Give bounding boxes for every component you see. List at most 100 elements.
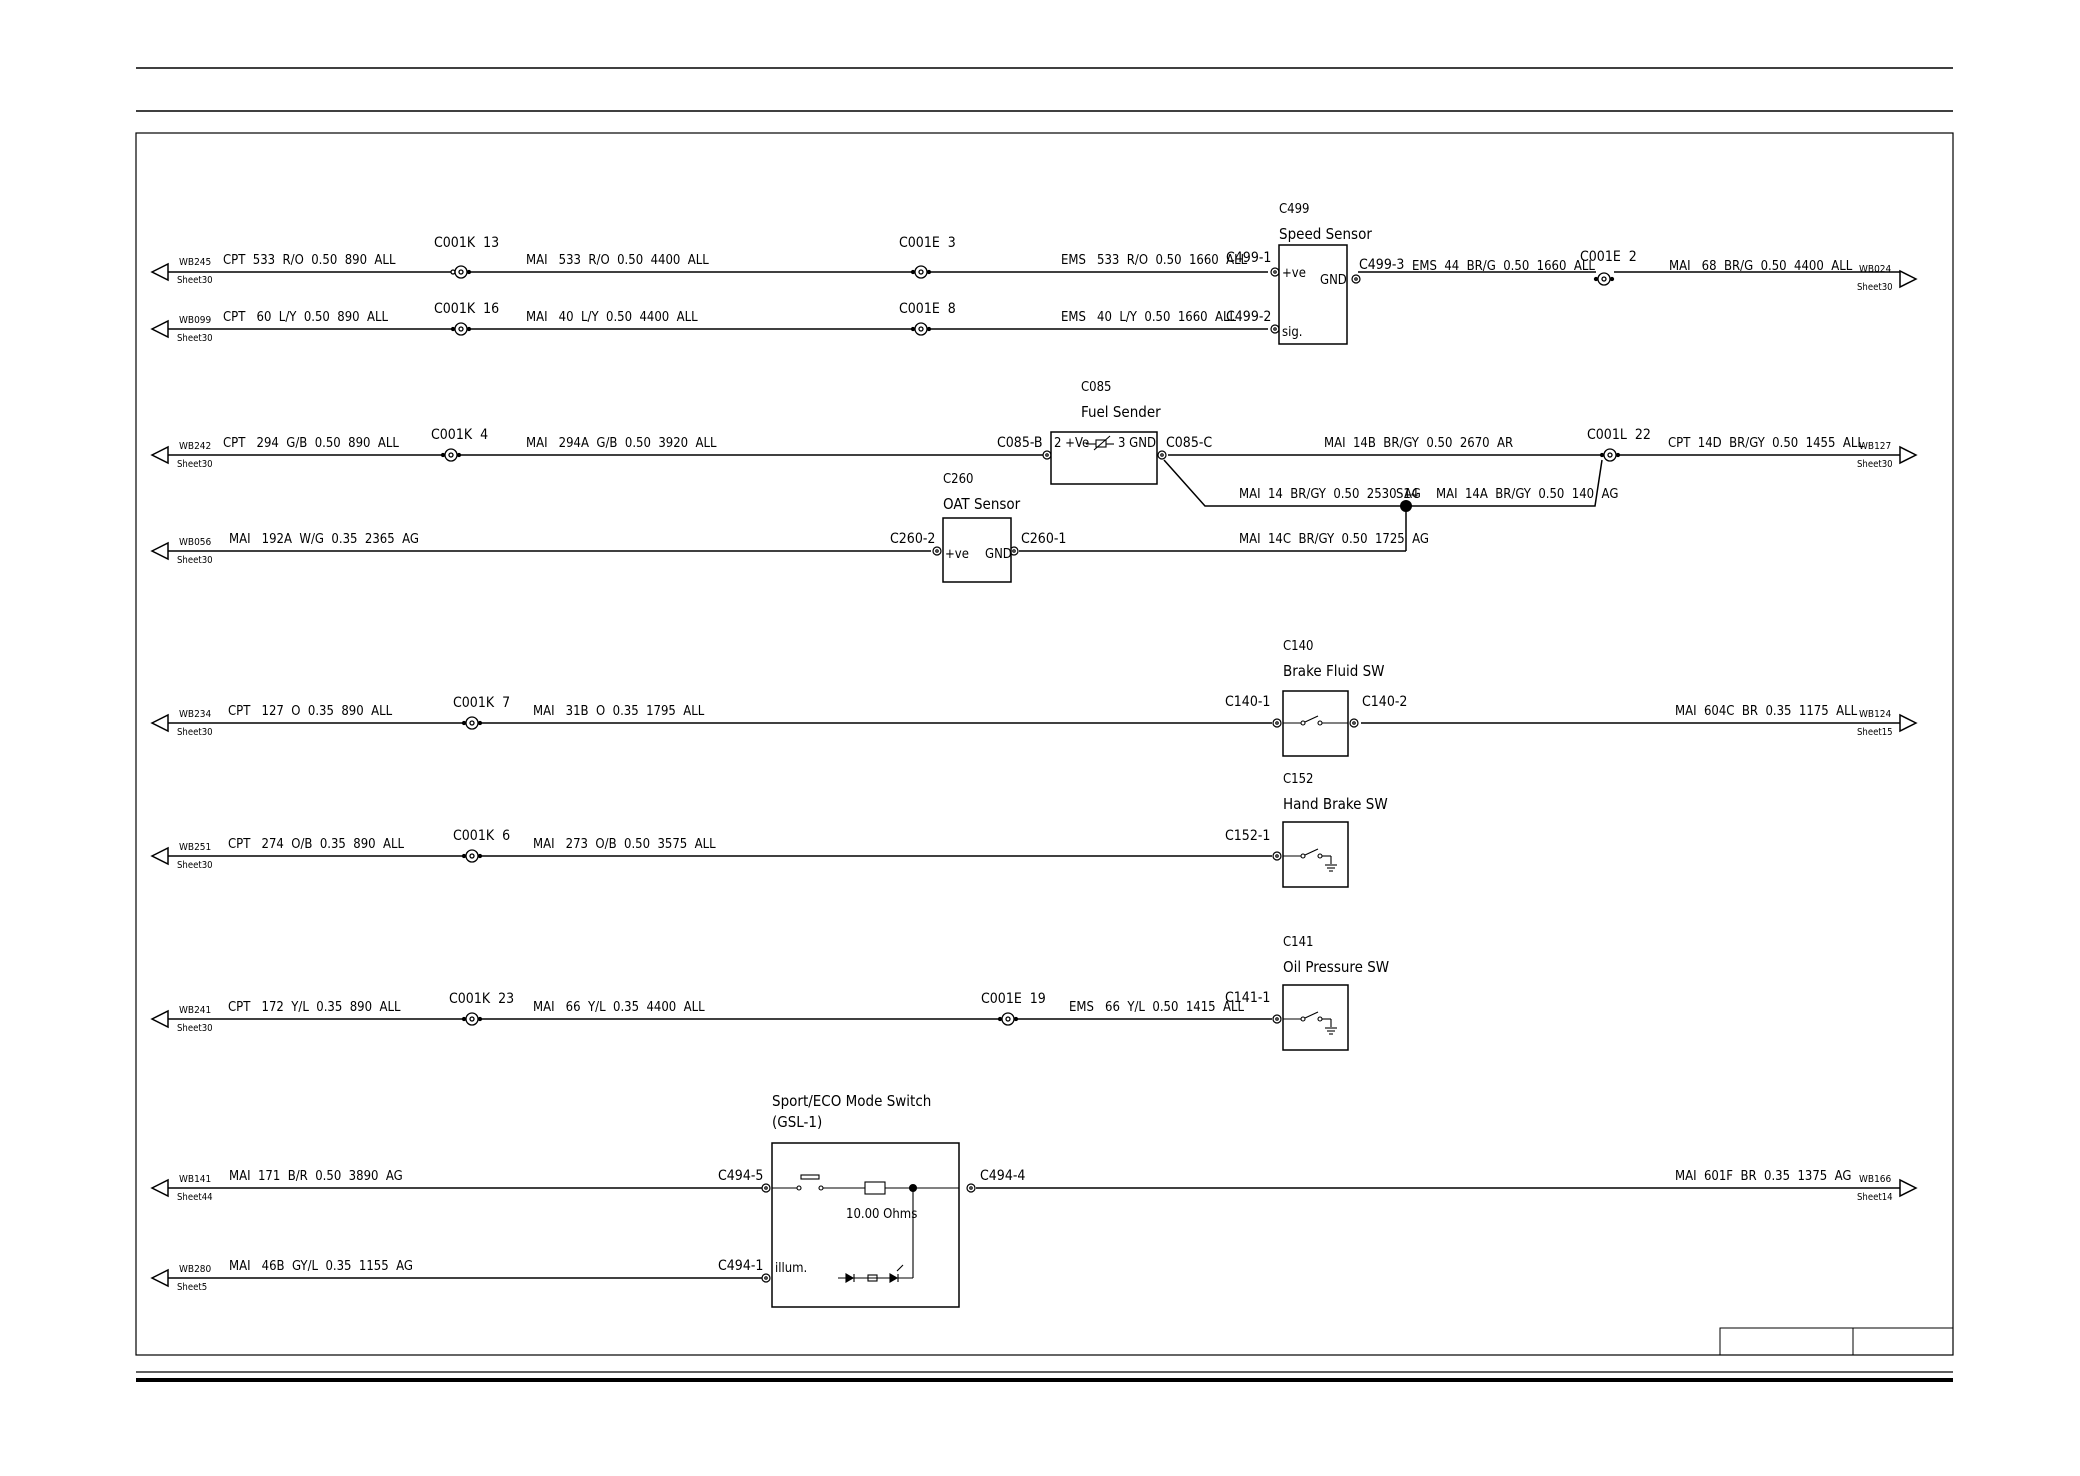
inline-connector-icon[interactable] — [450, 265, 472, 279]
brake-fluid-switch[interactable]: C140 Brake Fluid SW — [1282, 639, 1385, 757]
connector-pin-label: C140-2 — [1362, 694, 1407, 710]
speed-sensor[interactable]: C499 Speed Sensor +ve GND sig. — [1278, 202, 1372, 345]
inline-connector-icon[interactable] — [1593, 272, 1615, 286]
component-id: C499 — [1279, 202, 1310, 217]
pin-label: GND — [985, 547, 1012, 562]
fuel-sender[interactable]: C085 Fuel Sender 2 +Ve 3 GND — [1050, 380, 1161, 485]
pin-label: +ve — [945, 547, 969, 562]
component-name: Brake Fluid SW — [1283, 662, 1385, 680]
connector-pin-label: C499-3 — [1359, 257, 1404, 273]
wire-label: MAI 14A BR/GY 0.50 140 AG — [1436, 487, 1618, 502]
port-sheet: Sheet15 — [1857, 727, 1893, 738]
port-sheet: Sheet30 — [1857, 459, 1893, 470]
inline-connector-icon[interactable] — [461, 1012, 483, 1026]
ground-switch-icon — [1283, 1011, 1337, 1035]
component-id: C260 — [943, 472, 974, 487]
wire-label: CPT 60 L/Y 0.50 890 ALL — [223, 310, 389, 325]
wire-label: MAI 66 Y/L 0.35 4400 ALL — [533, 1000, 705, 1015]
component-name: Sport/ECO Mode Switch — [772, 1092, 931, 1110]
port-code: WB099 — [179, 315, 212, 326]
port-sheet: Sheet5 — [177, 1282, 207, 1293]
offsheet-arrow-left[interactable] — [150, 713, 169, 733]
connector-pin-label: C001K 16 — [434, 301, 499, 317]
wire-label: CPT 294 G/B 0.50 890 ALL — [223, 436, 399, 451]
wire-label: MAI 14B BR/GY 0.50 2670 AR — [1324, 436, 1513, 451]
port-code: WB241 — [179, 1005, 211, 1016]
offsheet-arrow-left[interactable] — [150, 1009, 169, 1029]
port-sheet: Sheet30 — [177, 333, 213, 344]
splice-label: S14 — [1396, 487, 1418, 502]
wire-label: MAI 68 BR/G 0.50 4400 ALL — [1669, 259, 1853, 274]
port-sheet: Sheet44 — [177, 1192, 213, 1203]
wire-label: MAI 601F BR 0.35 1375 AG — [1675, 1169, 1852, 1184]
port-code: WB141 — [179, 1174, 211, 1185]
inline-connector-icon[interactable] — [450, 322, 472, 336]
inline-connector-icon[interactable] — [461, 716, 483, 730]
page-frame — [135, 67, 1954, 1382]
wire-label: MAI 273 O/B 0.50 3575 ALL — [533, 837, 716, 852]
connector-pin-label: C001E 8 — [899, 301, 956, 317]
inline-connector-icon[interactable] — [910, 265, 932, 279]
connector-pin-label: C260-1 — [1021, 531, 1066, 547]
component-name: Fuel Sender — [1081, 403, 1161, 421]
port-sheet: Sheet30 — [177, 1023, 213, 1034]
offsheet-arrow-left[interactable] — [150, 445, 169, 465]
wire-label: MAI 31B O 0.35 1795 ALL — [533, 704, 705, 719]
port-code: WB280 — [179, 1264, 212, 1275]
port-code: WB024 — [1859, 264, 1892, 275]
sport-eco-mode-switch[interactable]: Sport/ECO Mode Switch (GSL-1) 10.00 Ohms… — [771, 1092, 960, 1308]
port-sheet: Sheet30 — [177, 555, 213, 566]
inline-connector-icon[interactable] — [461, 849, 483, 863]
port-code: WB251 — [179, 842, 211, 853]
switch-resistor-icon — [772, 1174, 959, 1278]
connector-pin-label: C001E 3 — [899, 235, 956, 251]
inline-connector-icon[interactable] — [440, 448, 462, 462]
port-sheet: Sheet30 — [1857, 282, 1893, 293]
port-code: WB056 — [179, 537, 212, 548]
hand-brake-switch[interactable]: C152 Hand Brake SW — [1282, 772, 1388, 888]
component-name: Hand Brake SW — [1283, 795, 1388, 813]
connector-pin-label: C152-1 — [1225, 828, 1270, 844]
offsheet-arrow-left[interactable] — [150, 319, 169, 339]
connector-pin-label: C085-C — [1166, 435, 1212, 451]
port-sheet: Sheet14 — [1857, 1192, 1893, 1203]
wire-label: CPT 533 R/O 0.50 890 ALL — [223, 253, 396, 268]
port-labels: WB245 Sheet30 WB024 Sheet30 WB099 Sheet3… — [177, 257, 1893, 1293]
offsheet-arrow-left[interactable] — [150, 541, 169, 561]
wire-label: EMS 66 Y/L 0.50 1415 ALL — [1069, 1000, 1245, 1015]
offsheet-arrow-right[interactable] — [1899, 445, 1918, 465]
offsheet-arrow-left[interactable] — [150, 846, 169, 866]
inline-connector-icon[interactable] — [910, 322, 932, 336]
component-name-sub: (GSL-1) — [772, 1113, 822, 1131]
component-name: OAT Sensor — [943, 495, 1021, 513]
connector-pin-label: C001E 2 — [1580, 249, 1637, 265]
offsheet-arrow-right[interactable] — [1899, 713, 1918, 733]
component-name: Speed Sensor — [1279, 225, 1372, 243]
component-id: C152 — [1283, 772, 1314, 787]
wire-label: EMS 40 L/Y 0.50 1660 ALL — [1061, 310, 1237, 325]
component-id: C141 — [1283, 935, 1314, 950]
oil-pressure-switch[interactable]: C141 Oil Pressure SW — [1282, 935, 1389, 1051]
splice-dot[interactable] — [1400, 500, 1412, 512]
ground-switch-icon — [1283, 848, 1337, 872]
wire-label: MAI 14 BR/GY 0.50 2530 AG — [1239, 487, 1421, 502]
oat-sensor[interactable]: C260 OAT Sensor +ve GND — [942, 472, 1021, 583]
switch-icon — [1283, 715, 1348, 726]
inline-connector-icon[interactable] — [997, 1012, 1019, 1026]
offsheet-arrow-left[interactable] — [150, 1268, 169, 1288]
pin-label: GND — [1320, 273, 1347, 288]
pin-labels: C001K 13 C001K 16 C001K 4 C001K 7 C001K … — [431, 235, 1651, 1274]
wire-labels: CPT 533 R/O 0.50 890 ALL MAI 533 R/O 0.5… — [223, 253, 1864, 1274]
offsheet-arrow-right[interactable] — [1899, 1178, 1918, 1198]
offsheet-arrow-right[interactable] — [1899, 269, 1918, 289]
port-sheet: Sheet30 — [177, 459, 213, 470]
wire-label: CPT 172 Y/L 0.35 890 ALL — [228, 1000, 401, 1015]
offsheet-arrow-left[interactable] — [150, 1178, 169, 1198]
connector-pin-label: C001K 6 — [453, 828, 510, 844]
connector-pin-label: C001K 13 — [434, 235, 499, 251]
inline-connector-icon[interactable] — [1599, 448, 1621, 462]
offsheet-arrow-left[interactable] — [150, 262, 169, 282]
wire-label: CPT 127 O 0.35 890 ALL — [228, 704, 393, 719]
connector-pin-label: C499-2 — [1226, 309, 1271, 325]
